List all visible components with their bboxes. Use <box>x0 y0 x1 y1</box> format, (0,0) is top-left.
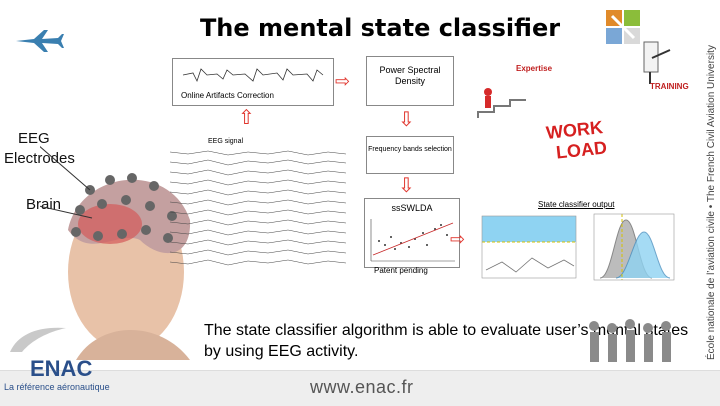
workload-graphic: WORK LOAD <box>540 118 616 164</box>
expertise-graphic: Expertise <box>472 62 552 122</box>
power-spectral-label: Power Spectral Density <box>367 65 453 87</box>
enac-wing-icon <box>8 324 68 354</box>
sswlda-label: ssSWLDA <box>365 203 459 213</box>
state-output-panel: State classifier output <box>476 200 676 286</box>
sswlda-scatter <box>365 215 459 265</box>
arrow-right-icon: ⇨ <box>450 230 465 248</box>
online-artifacts-label: Online Artifacts Correction <box>181 91 274 100</box>
workload-line2: LOAD <box>555 137 608 163</box>
power-spectral-box: Power Spectral Density <box>366 56 454 106</box>
state-output-label: State classifier output <box>538 200 614 209</box>
patent-pending-label: Patent pending <box>374 266 428 275</box>
state-output-chart <box>476 210 676 284</box>
online-artifacts-panel: Online Artifacts Correction <box>172 58 334 106</box>
eeg-traces <box>168 148 348 266</box>
arrow-right-icon: ⇨ <box>335 72 350 90</box>
frequency-bands-box: Frequency bands selection <box>366 136 454 174</box>
training-graphic: TRAINING <box>630 38 690 98</box>
stairs-figure-icon <box>472 72 542 122</box>
eeg-signal-label: EEG signal <box>208 138 243 145</box>
sswlda-panel: ssSWLDA <box>364 198 460 268</box>
artifact-waveform <box>173 61 333 89</box>
enac-logo-tagline: La référence aéronautique <box>4 382 110 392</box>
frequency-bands-label: Frequency bands selection <box>367 145 453 155</box>
footer-url: www.enac.fr <box>310 377 414 398</box>
people-silhouette-icon <box>582 316 682 366</box>
arrow-up-icon: ⇧ <box>238 108 255 128</box>
training-label: TRAINING <box>650 82 689 91</box>
airplane-icon <box>14 28 64 54</box>
enac-logo-text: ENAC <box>30 356 92 382</box>
eeg-signal-panel: EEG signal <box>168 138 348 266</box>
enac-logo: ENAC La référence aéronautique <box>0 320 110 405</box>
arrow-down-icon: ⇩ <box>398 110 415 130</box>
arrow-down-icon: ⇩ <box>398 176 415 196</box>
